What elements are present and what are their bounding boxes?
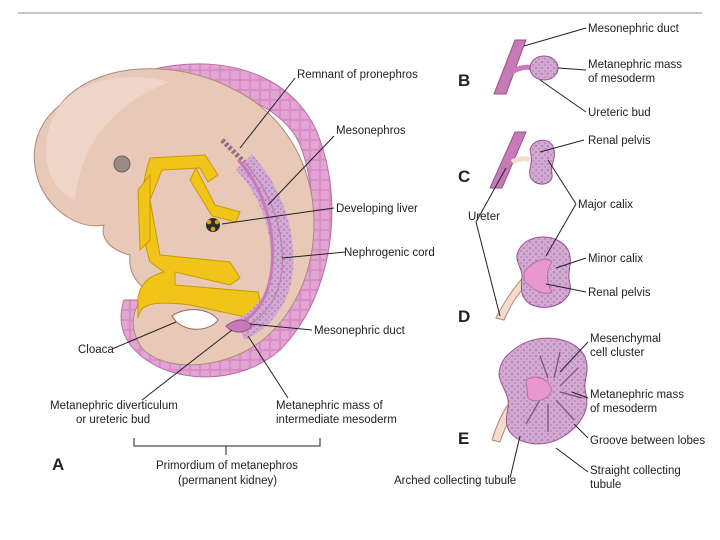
panel-letter-a: A bbox=[52, 455, 64, 474]
panel-letter-d: D bbox=[458, 307, 470, 326]
cloaca bbox=[171, 309, 219, 330]
top-rule bbox=[18, 12, 702, 14]
label-metanephric-mass-e-1: Metanephric mass bbox=[590, 389, 684, 401]
label-minor-calix: Minor calix bbox=[588, 253, 643, 265]
label-metanephric-mass-int-2: intermediate mesoderm bbox=[276, 414, 397, 426]
label-mesonephric-duct-b: Mesonephric duct bbox=[588, 23, 680, 35]
label-mesonephros: Mesonephros bbox=[336, 125, 406, 137]
metanephros-primordium bbox=[225, 319, 253, 333]
panel-letter-b: B bbox=[458, 71, 470, 90]
mesonephric-duct-b bbox=[493, 39, 527, 95]
label-mesenchymal-2: cell cluster bbox=[590, 347, 644, 359]
label-ureteric-bud: Ureteric bud bbox=[588, 107, 651, 119]
kidney-c bbox=[529, 139, 555, 185]
renal-pelvis-d bbox=[523, 258, 553, 294]
renal-pelvis-e bbox=[525, 376, 553, 402]
label-developing-liver: Developing liver bbox=[336, 203, 418, 215]
label-remnant-pronephros: Remnant of pronephros bbox=[297, 69, 418, 81]
label-metanephric-mass-e-2: of mesoderm bbox=[590, 403, 657, 415]
label-mesenchymal-1: Mesenchymal bbox=[590, 333, 661, 345]
label-primordium-1: Primordium of metanephros bbox=[156, 460, 298, 472]
label-metanephric-diverticulum-2: or ureteric bud bbox=[76, 414, 150, 426]
panel-e bbox=[491, 337, 589, 479]
label-groove-between-lobes: Groove between lobes bbox=[590, 435, 705, 447]
label-cloaca: Cloaca bbox=[78, 344, 114, 356]
label-metanephric-mass-b-2: of mesoderm bbox=[588, 73, 655, 85]
label-ureter: Ureter bbox=[468, 211, 500, 223]
eye bbox=[113, 155, 131, 173]
metanephric-mass-b bbox=[529, 55, 559, 81]
panel-letter-e: E bbox=[458, 429, 469, 448]
panel-c bbox=[489, 131, 585, 189]
mesonephric-duct-c bbox=[489, 131, 527, 189]
developing-liver bbox=[206, 218, 220, 232]
label-primordium-2: (permanent kidney) bbox=[178, 475, 277, 487]
panel-d bbox=[475, 159, 587, 321]
label-metanephric-mass-int-1: Metanephric mass of bbox=[276, 400, 384, 412]
label-renal-pelvis-c: Renal pelvis bbox=[588, 135, 651, 147]
mesonephric-duct-a bbox=[235, 158, 274, 328]
panel-letter-c: C bbox=[458, 167, 470, 186]
panel-a-embryo bbox=[33, 63, 347, 455]
label-nephrogenic-cord: Nephrogenic cord bbox=[344, 247, 435, 259]
label-arched-collecting: Arched collecting tubule bbox=[394, 475, 516, 487]
panel-b bbox=[493, 27, 587, 113]
label-straight-collecting-1: Straight collecting bbox=[590, 465, 681, 477]
label-metanephric-diverticulum-1: Metanephric diverticulum bbox=[50, 400, 178, 412]
label-renal-pelvis-d: Renal pelvis bbox=[588, 287, 651, 299]
label-major-calix: Major calix bbox=[578, 199, 633, 211]
label-mesonephric-duct-a: Mesonephric duct bbox=[314, 325, 406, 337]
label-straight-collecting-2: tubule bbox=[590, 479, 621, 491]
label-metanephric-mass-b-1: Metanephric mass bbox=[588, 59, 682, 71]
